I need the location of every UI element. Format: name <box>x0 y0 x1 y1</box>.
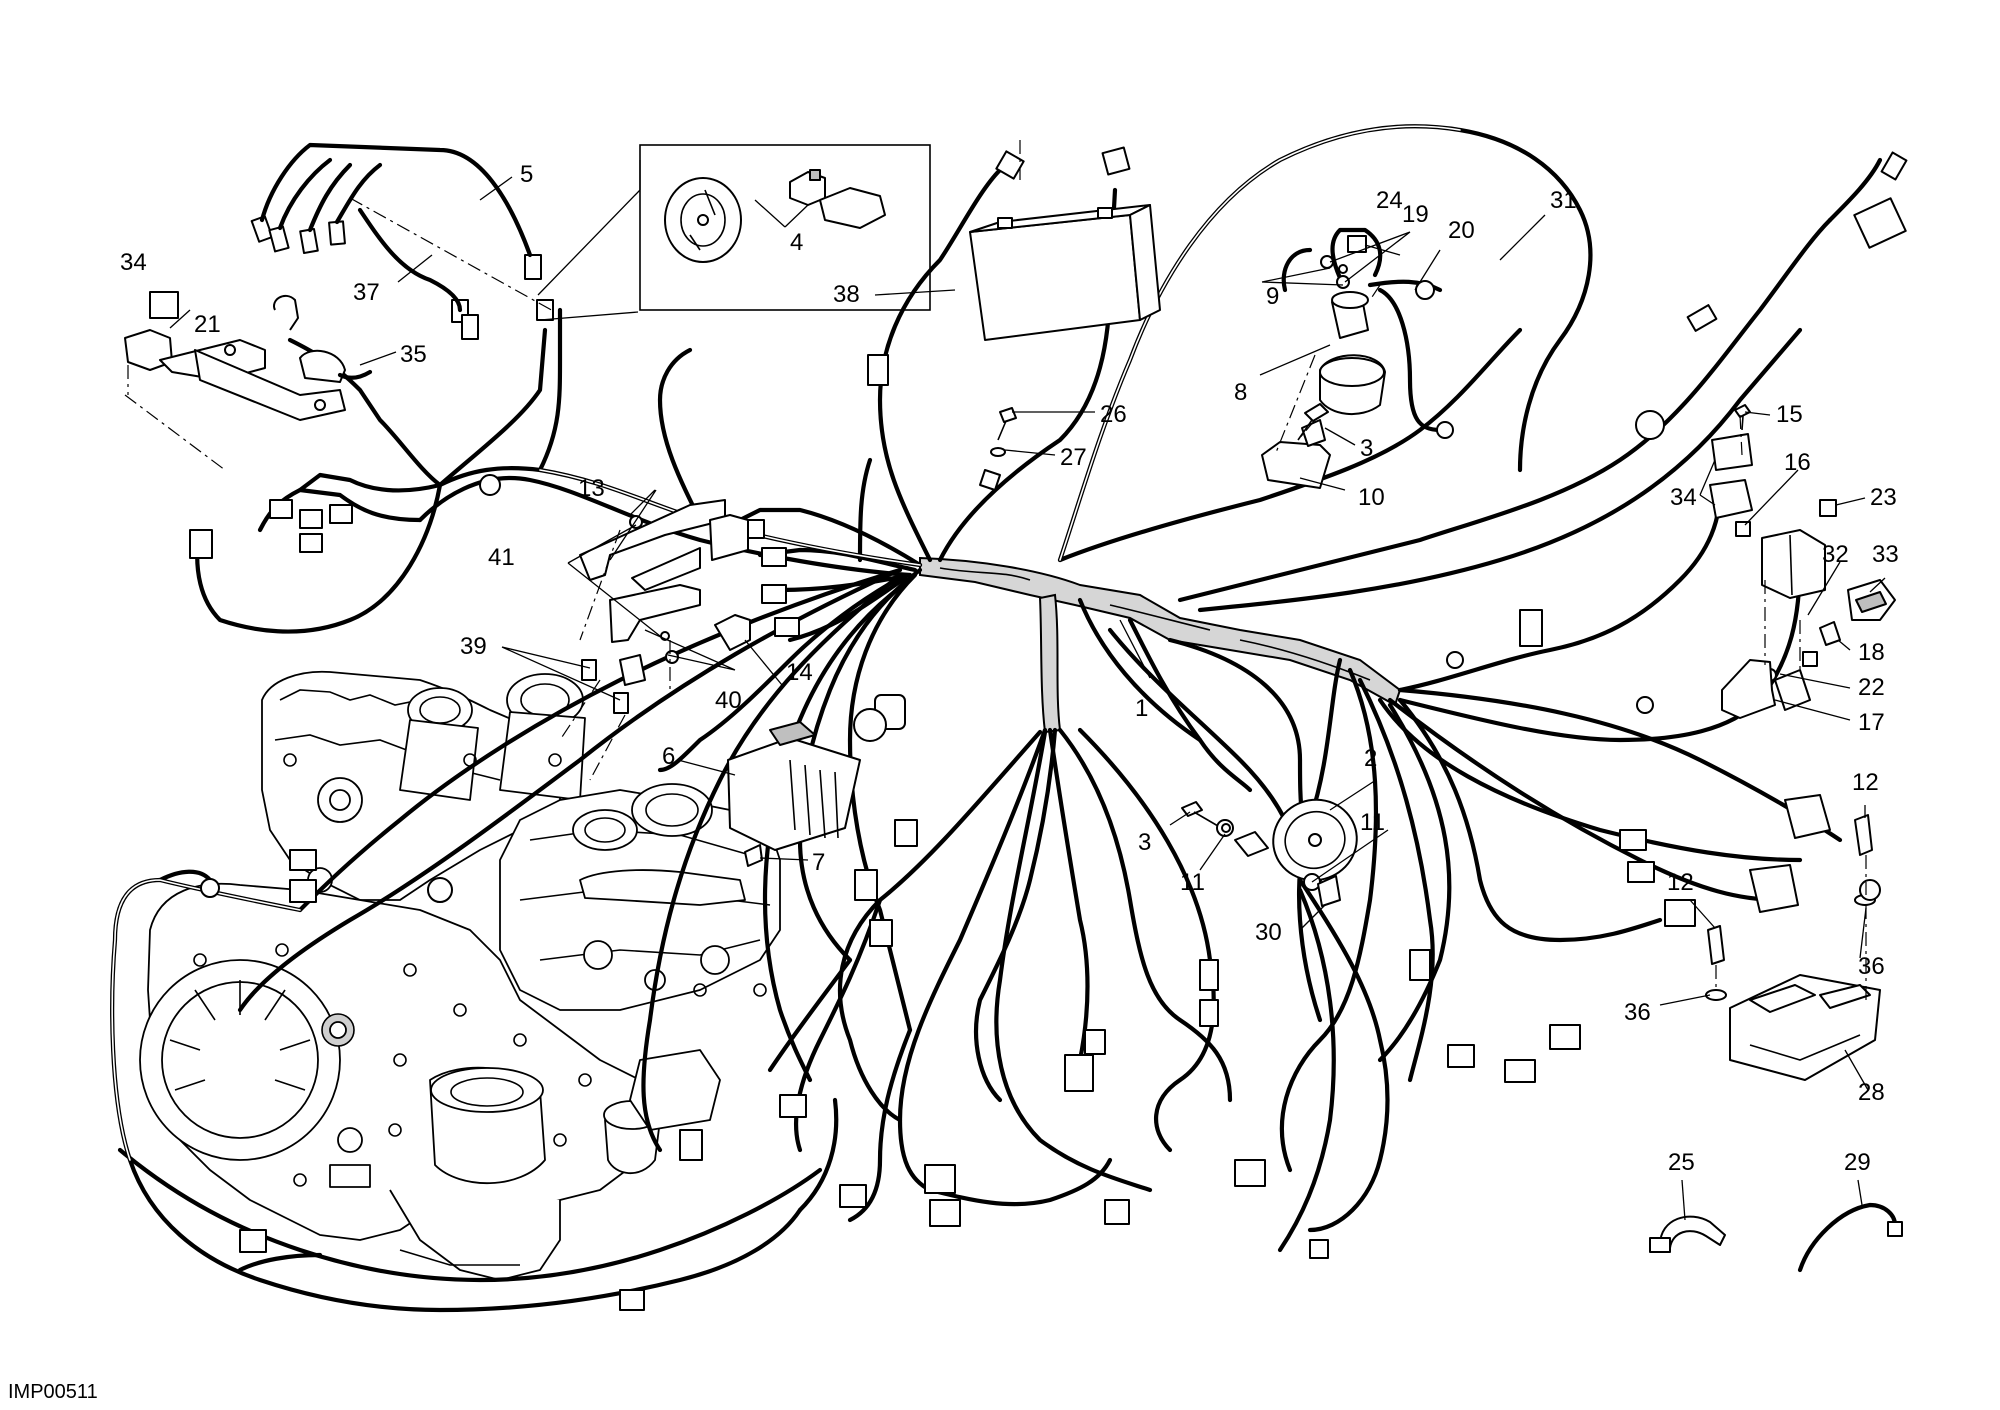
callout-38: 38 <box>833 281 860 308</box>
callout-19: 19 <box>1402 201 1429 228</box>
callout-31: 31 <box>1550 187 1577 214</box>
callout-15: 15 <box>1776 401 1803 428</box>
callout-12-left: 12 <box>1667 869 1694 896</box>
callout-16: 16 <box>1784 449 1811 476</box>
callout-20: 20 <box>1448 217 1475 244</box>
callout-11-left: 11 <box>1180 869 1205 896</box>
callout-21: 21 <box>194 311 221 338</box>
callout-41: 41 <box>488 544 515 571</box>
assembly-lines <box>124 140 1867 1005</box>
callout-4: 4 <box>790 229 803 256</box>
callout-11-right: 11 <box>1360 809 1385 836</box>
drawing-code: IMP00511 <box>8 1381 98 1403</box>
callout-12-right: 12 <box>1852 769 1879 796</box>
callout-36-right: 36 <box>1858 953 1885 980</box>
callout-30: 30 <box>1255 919 1282 946</box>
callout-10: 10 <box>1358 484 1385 511</box>
callout-3-horn: 3 <box>1138 829 1151 856</box>
callout-34-left: 34 <box>120 249 147 276</box>
callout-7: 7 <box>812 849 825 876</box>
callout-23: 23 <box>1870 484 1897 511</box>
callout-40: 40 <box>715 687 742 714</box>
callout-2: 2 <box>1364 745 1377 772</box>
callout-39: 39 <box>460 633 487 660</box>
callout-32: 32 <box>1822 541 1849 568</box>
callout-6: 6 <box>662 743 675 770</box>
callout-25: 25 <box>1668 1149 1695 1176</box>
callout-24: 24 <box>1376 187 1403 214</box>
engine-assembly <box>139 670 781 1281</box>
callout-26: 26 <box>1100 401 1127 428</box>
callout-29: 29 <box>1844 1149 1871 1176</box>
main-wiring-harness <box>110 124 1883 1313</box>
callout-5: 5 <box>520 161 533 188</box>
callout-35: 35 <box>400 341 427 368</box>
callout-34-right: 34 <box>1670 484 1697 511</box>
callout-9: 9 <box>1266 283 1279 310</box>
callout-leaders <box>169 160 1886 1221</box>
callout-28: 28 <box>1858 1079 1885 1106</box>
callout-18: 18 <box>1858 639 1885 666</box>
callout-13: 13 <box>578 475 605 502</box>
callout-36-left: 36 <box>1624 999 1651 1026</box>
callout-33: 33 <box>1872 541 1899 568</box>
callout-22: 22 <box>1858 674 1885 701</box>
component-parts <box>124 144 1903 1273</box>
callout-14: 14 <box>786 659 813 686</box>
callout-8: 8 <box>1234 379 1247 406</box>
callout-numbers: 1 2 3 3 4 5 6 7 8 9 10 11 11 12 12 13 14… <box>8 161 1899 1403</box>
callout-27: 27 <box>1060 444 1087 471</box>
callout-1: 1 <box>1135 695 1148 722</box>
callout-3-relay: 3 <box>1360 435 1373 462</box>
callout-17: 17 <box>1858 709 1885 736</box>
callout-37: 37 <box>353 279 380 306</box>
